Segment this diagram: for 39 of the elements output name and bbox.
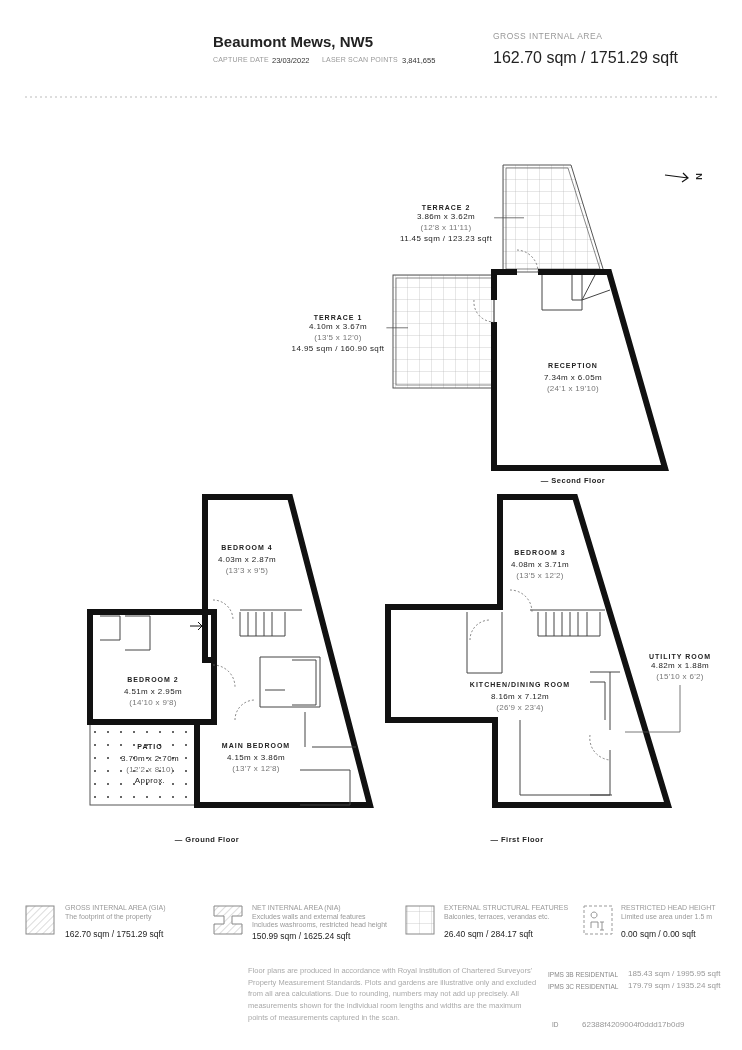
- leader-line: [624, 684, 681, 733]
- id-value: 62388f4209004f0ddd17b0d9: [582, 1020, 685, 1030]
- room-dimensions-imperial: (15'10 x 6'2): [655, 672, 705, 684]
- area-value: 162.70 sqm / 1751.29 sqft: [493, 48, 678, 68]
- room-dimensions: 3.70m x 2.70m: [120, 754, 180, 764]
- room-dimensions: 4.82m x 1.88m: [649, 661, 711, 673]
- room-area: 14.95 sqm / 160.90 sqft: [291, 344, 385, 355]
- room-dimensions: 4.03m x 2.87m: [217, 555, 277, 565]
- room-dimensions: 8.16m x 7.12m: [490, 692, 550, 702]
- room-dimensions-imperial: (14'10 x 9'8): [129, 698, 177, 708]
- area-value: 150.99 sqm / 1625.24 sqft: [252, 931, 351, 942]
- area-value: 0.00 sqm / 0.00 sqft: [621, 929, 696, 940]
- area-value: 26.40 sqm / 284.17 sqft: [444, 929, 533, 940]
- room-dimensions-imperial: (12'2 x 8'10): [126, 765, 174, 775]
- room-dimensions: 3.86m x 3.62m: [415, 212, 477, 224]
- approx-note: Approx.: [134, 776, 166, 786]
- area-value: 185.43 sqm / 1995.95 sqft: [628, 969, 721, 979]
- north-label: N: [692, 173, 704, 180]
- room-area: 11.45 sqm / 123.23 sqft: [399, 234, 493, 245]
- terrace-area: [392, 274, 495, 389]
- room-dimensions: 4.08m x 3.71m: [510, 560, 570, 570]
- leader-line: [386, 327, 409, 329]
- room-dimensions-imperial: (12'8 x 11'11): [419, 223, 473, 235]
- room-dimensions-imperial: (13'7 x 12'8): [232, 764, 280, 774]
- area-value: 179.79 sqm / 1935.24 sqft: [628, 981, 721, 991]
- room-dimensions-imperial: (13'5 x 12'2): [516, 571, 564, 581]
- area-value: 162.70 sqm / 1751.29 sqft: [65, 929, 164, 940]
- room-dimensions: 4.51m x 2.95m: [123, 687, 183, 697]
- room-dimensions-imperial: (24'1 x 19'10): [546, 384, 600, 394]
- room-dimensions-imperial: (13'5 x 12'0): [313, 333, 363, 345]
- room-dimensions: 4.15m x 3.86m: [226, 753, 286, 763]
- terrace-area: [502, 164, 605, 273]
- room-dimensions-imperial: (26'9 x 23'4): [496, 703, 544, 713]
- leader-line: [493, 217, 525, 219]
- room-dimensions: 7.34m x 6.05m: [543, 373, 603, 383]
- room-dimensions-imperial: (13'3 x 9'5): [225, 566, 269, 576]
- room-dimensions: 4.10m x 3.67m: [307, 322, 369, 334]
- address-title: Beaumont Mews, NW5: [213, 33, 374, 51]
- field-label: GROSS INTERNAL AREA: [493, 31, 603, 42]
